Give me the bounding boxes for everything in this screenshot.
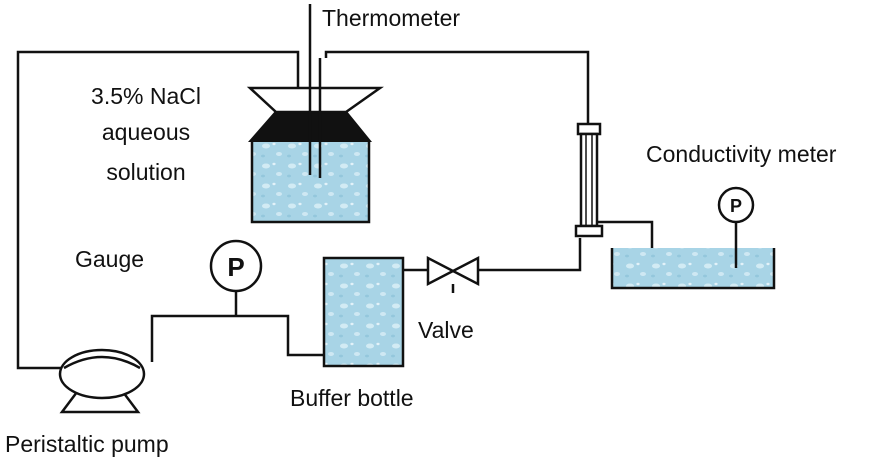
bath-pressure-gauge: P	[717, 186, 755, 224]
buffer-bottle-label: Buffer bottle	[290, 385, 414, 411]
conductivity-meter-cell	[574, 122, 604, 238]
peristaltic-pump-label: Peristaltic pump	[5, 431, 169, 457]
nacl-label-line2: aqueous	[102, 119, 190, 145]
nacl-label-line3: solution	[106, 159, 185, 185]
nacl-label-line1: 3.5% NaCl	[91, 83, 201, 109]
buffer-bottle	[322, 256, 405, 368]
gauge-symbol: P	[227, 252, 244, 282]
conductivity-meter-label: Conductivity meter	[646, 141, 837, 167]
vessel-funnel	[246, 86, 384, 114]
solution-vessel	[246, 86, 384, 224]
thermometer-label: Thermometer	[322, 5, 460, 31]
pipe-buffer-bottle-to-pump	[150, 314, 324, 362]
pressure-gauge: P	[209, 239, 263, 293]
valve	[426, 255, 480, 293]
pipe-conductivity-meter-to-valve	[478, 238, 582, 272]
conductivity-bath	[610, 248, 776, 290]
pipe-beaker-to-conductivity-meter	[324, 50, 590, 128]
bath-gauge-symbol: P	[730, 196, 742, 216]
gauge-label: Gauge	[75, 246, 144, 272]
valve-label: Valve	[418, 317, 474, 343]
peristaltic-pump	[58, 348, 146, 414]
